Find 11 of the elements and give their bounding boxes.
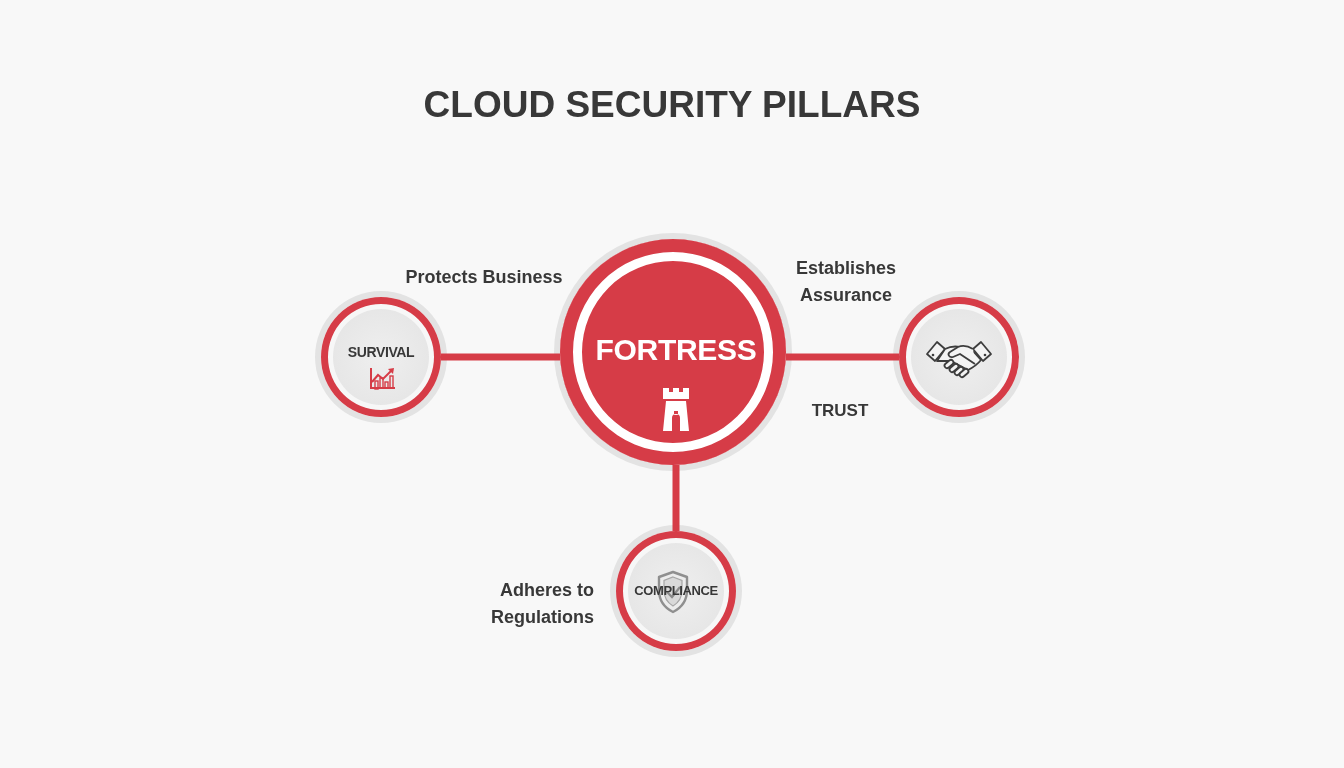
connector-line (785, 353, 899, 361)
description-text: Adheres to Regulations (490, 579, 594, 629)
pillar-name: TRUST (811, 400, 869, 423)
connector-line (672, 464, 680, 531)
diagram-title: CLOUD SECURITY PILLARS (423, 84, 921, 126)
circle-label: COMPLIANCE (634, 583, 718, 599)
circle-label: SURVIVAL (347, 343, 415, 361)
circle-label: FORTRESS (595, 332, 757, 368)
description-text: Establishes Assurance (795, 257, 897, 307)
connector-line (441, 353, 561, 361)
description-text: Protects Business (404, 265, 564, 289)
